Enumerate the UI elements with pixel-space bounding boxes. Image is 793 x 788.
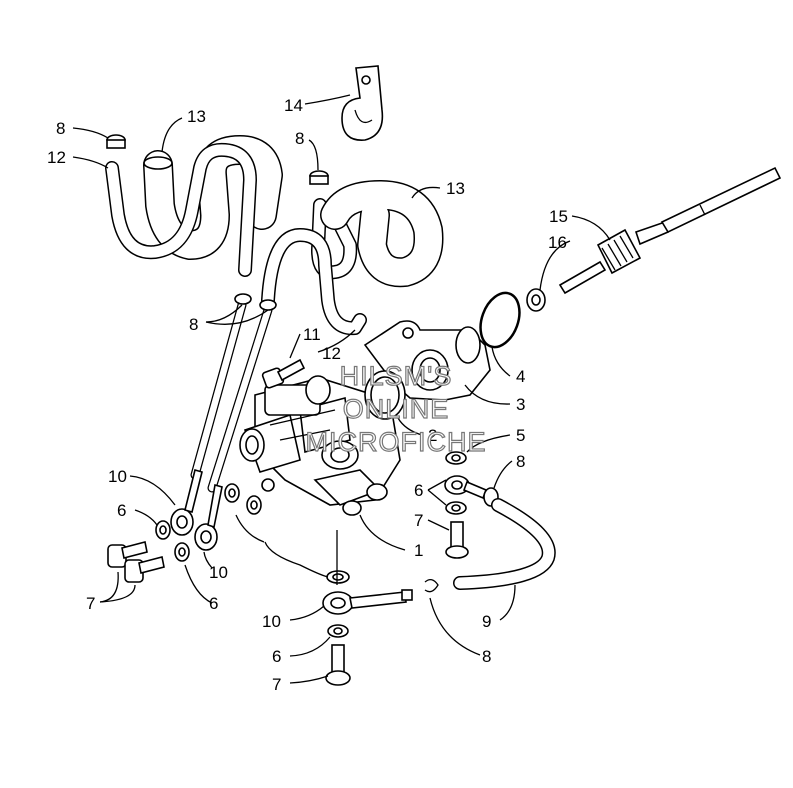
bolt-7-right[interactable] — [445, 521, 469, 559]
clamp-8-top-left[interactable] — [106, 134, 126, 149]
hose-12-left[interactable] — [105, 142, 257, 277]
oil-line-left[interactable] — [190, 300, 273, 493]
callout-10-left: 10 — [108, 467, 127, 486]
callout-8-top-left: 8 — [56, 119, 65, 138]
banjo-fitting-5[interactable] — [444, 475, 488, 500]
callout-7-left: 7 — [86, 594, 95, 613]
callout-13-right: 13 — [446, 179, 465, 198]
drive-shaft-15[interactable] — [558, 166, 782, 295]
callout-4: 4 — [516, 367, 525, 386]
oil-pump-1[interactable] — [239, 375, 401, 516]
callout-12-left: 12 — [47, 148, 66, 167]
callout-labels: 14 13 8 12 13 8 15 16 8 11 12 4 3 2 5 8 … — [47, 96, 568, 694]
banjo-fitting-10-left[interactable] — [170, 469, 223, 551]
washer-6-left-group[interactable] — [155, 483, 262, 562]
callout-2: 2 — [428, 426, 437, 445]
bolt-11[interactable] — [261, 358, 306, 389]
washer-6-center[interactable] — [326, 570, 350, 584]
hose-13-coil[interactable] — [320, 180, 444, 288]
callout-1: 1 — [414, 541, 423, 560]
callout-7-right: 7 — [414, 511, 423, 530]
washer-6-lower[interactable] — [327, 624, 349, 638]
callout-6-lower: 6 — [272, 647, 281, 666]
callout-8-lower: 8 — [482, 647, 491, 666]
callout-5: 5 — [516, 426, 525, 445]
washer-16[interactable] — [526, 288, 546, 312]
callout-10-lower: 10 — [262, 612, 281, 631]
callout-10-center: 10 — [209, 563, 228, 582]
clip-14[interactable] — [341, 65, 384, 141]
bolt-7-lower[interactable] — [325, 644, 351, 686]
watermark: HILSM'S ONLINE MICROFICHE — [305, 360, 487, 457]
gasket-2[interactable] — [364, 370, 406, 420]
o-ring-4[interactable] — [474, 288, 527, 353]
callout-6-lower-left: 6 — [209, 594, 218, 613]
bolt-7-left-pair[interactable] — [107, 541, 165, 583]
callout-16: 16 — [548, 233, 567, 252]
watermark-line-3: MICROFICHE — [306, 427, 487, 457]
hose-12-center[interactable] — [261, 198, 367, 336]
watermark-line-2: ONLINE — [343, 394, 450, 424]
callout-6-right: 6 — [414, 481, 423, 500]
callout-11: 11 — [303, 325, 321, 344]
washer-6-right-lower[interactable] — [445, 501, 467, 515]
leader-lines — [72, 94, 611, 684]
clamp-8-lower-right[interactable] — [424, 578, 439, 593]
clamp-8-top-center[interactable] — [309, 170, 329, 185]
banjo-fitting-10-lower[interactable] — [322, 589, 413, 615]
callout-8-mid-left: 8 — [189, 315, 198, 334]
callout-3: 3 — [516, 395, 525, 414]
watermark-line-1: HILSM'S — [340, 361, 453, 391]
callout-6-left: 6 — [117, 501, 126, 520]
hose-9[interactable] — [453, 498, 556, 590]
washer-6-right-upper[interactable] — [445, 451, 467, 465]
callout-14: 14 — [284, 96, 303, 115]
callout-7-lower: 7 — [272, 675, 281, 694]
callout-15: 15 — [549, 207, 568, 226]
callout-13-left: 13 — [187, 107, 206, 126]
callout-9: 9 — [482, 612, 491, 631]
callout-8-right: 8 — [516, 452, 525, 471]
callout-8-top-center: 8 — [295, 129, 304, 148]
callout-12-center: 12 — [322, 344, 341, 363]
